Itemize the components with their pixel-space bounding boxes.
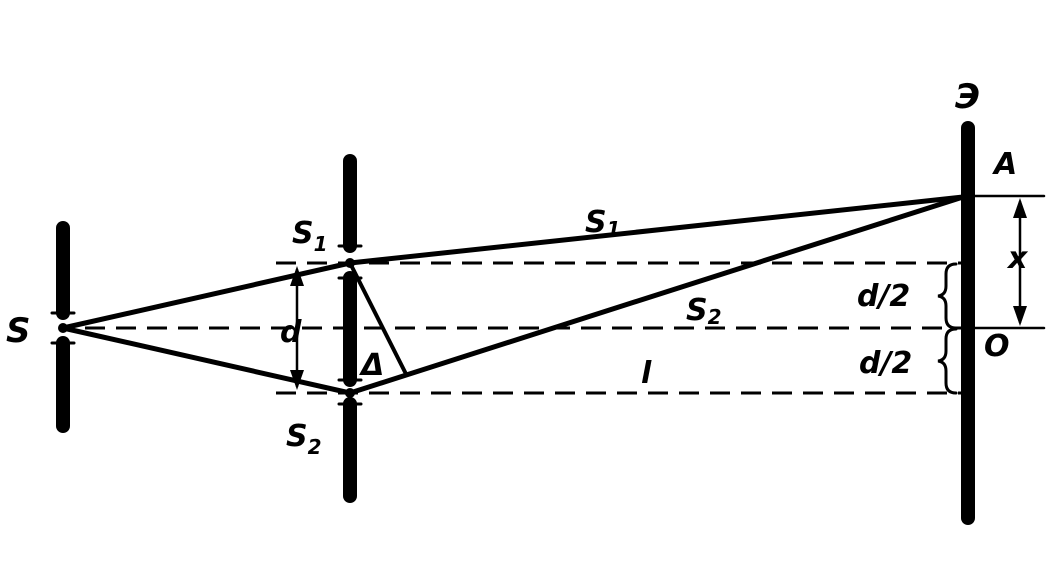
label-slit1: S1 <box>292 216 328 256</box>
label-path2: S2 <box>686 293 722 329</box>
label-point-a: A <box>992 147 1017 182</box>
brace-lower <box>937 327 958 395</box>
label-center-o: O <box>984 329 1010 364</box>
label-d: d <box>280 315 302 350</box>
point-source <box>58 323 68 333</box>
point-s2 <box>345 388 355 398</box>
source-barrier <box>50 221 76 433</box>
d-arrow <box>290 266 304 390</box>
ray-s2 <box>347 194 966 396</box>
brace-upper <box>937 262 958 330</box>
label-screen: Э <box>955 77 980 117</box>
label-source: S <box>6 311 31 351</box>
ray-s1 <box>347 194 966 266</box>
label-half-upper: d/2 <box>857 279 910 314</box>
point-s1 <box>345 258 355 268</box>
label-l: l <box>641 356 652 391</box>
label-half-lower: d/2 <box>859 346 912 381</box>
label-delta: Δ <box>359 348 384 383</box>
reference-lines <box>85 261 962 395</box>
path-difference-line <box>348 261 408 376</box>
x-arrow <box>1013 198 1027 326</box>
source-rays <box>60 260 353 396</box>
label-slit2: S2 <box>286 419 322 459</box>
label-path1: S1 <box>585 205 621 241</box>
label-x: x <box>1006 241 1029 276</box>
